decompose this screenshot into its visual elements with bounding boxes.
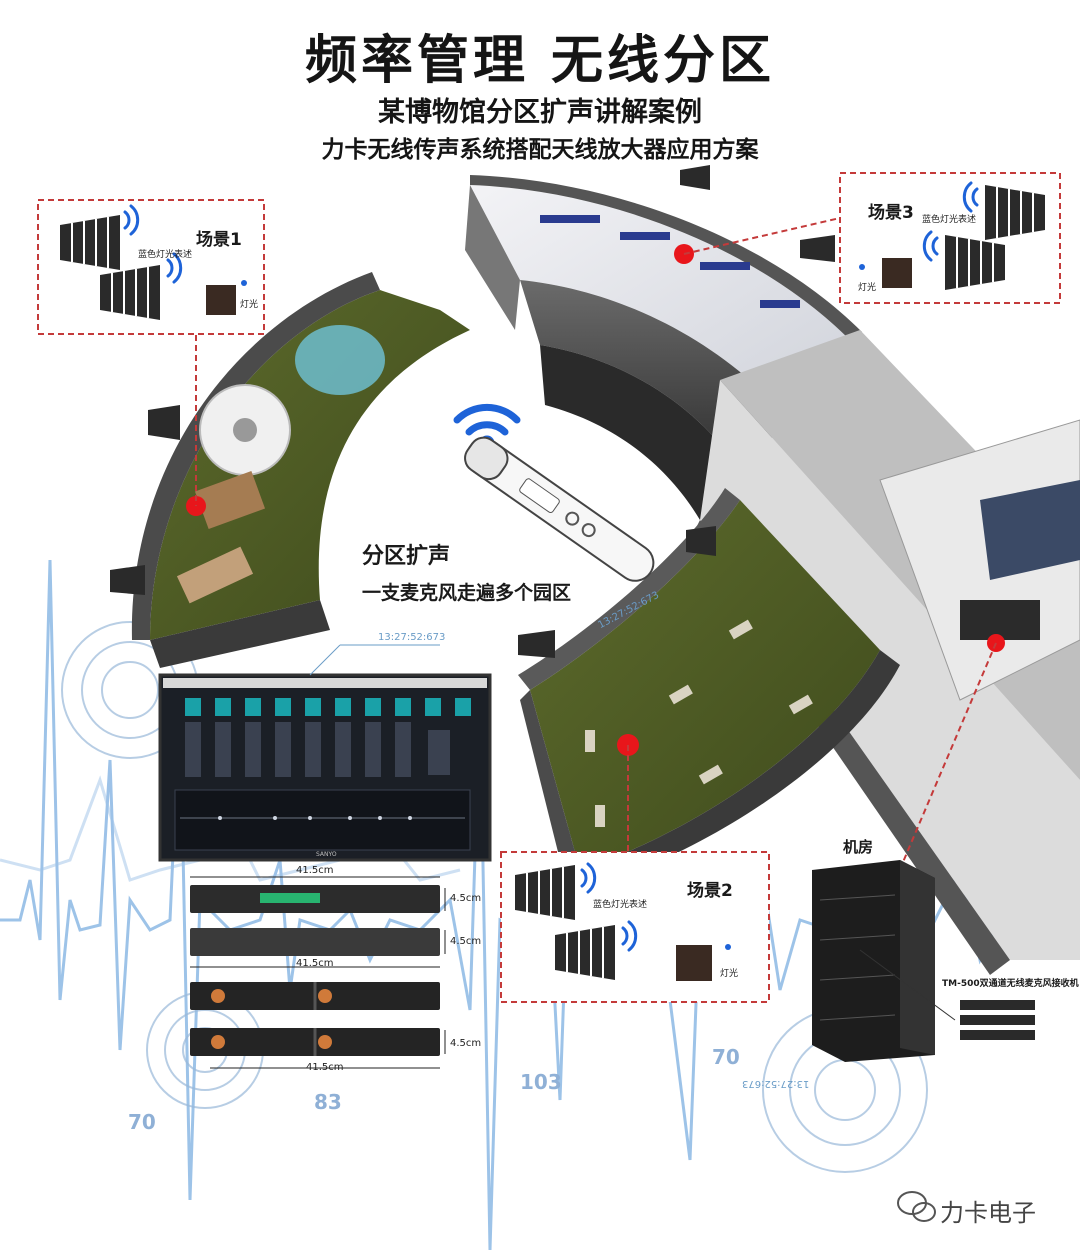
scene2-antenna-note: 蓝色灯光表述 [593, 900, 648, 910]
receiver-units [190, 876, 446, 1069]
log-periodic-antenna-icon [60, 165, 1045, 980]
scene1-label: 场景1 [196, 230, 242, 250]
bg-number-3: 103 [520, 1070, 562, 1094]
machine-room-label: 机房 [843, 838, 874, 856]
server-rack-icon [812, 860, 1035, 1062]
scene1-light-label: 灯光 [240, 300, 259, 310]
monitor-timestamp: 13:27:52:673 [378, 632, 446, 643]
scene1-antenna-note: 蓝色灯光表述 [138, 250, 193, 260]
watermark-brand: 力卡电子 [940, 1199, 1036, 1227]
page-subtitle-2: 力卡无线传声系统搭配天线放大器应用方案 [321, 137, 759, 163]
bg-number-4: 70 [712, 1045, 740, 1069]
scene3-light-label: 灯光 [858, 283, 877, 293]
dim-width-top: 41.5cm [296, 865, 334, 876]
dim-height-3: 4.5cm [450, 1038, 482, 1049]
timestamp-label-2: 13:27:52:673 [742, 1078, 810, 1089]
connector-lines [195, 217, 997, 889]
scene3-label: 场景3 [868, 203, 914, 223]
bg-number-1: 70 [128, 1110, 156, 1134]
bg-number-2: 83 [314, 1090, 342, 1114]
receiver-label: TM-500双通道无线麦克风接收机 [942, 979, 1079, 989]
dim-width-mid: 41.5cm [296, 958, 334, 969]
scene3-antenna-note: 蓝色灯光表述 [922, 215, 977, 225]
monitor-brand: SANYO [316, 851, 337, 858]
center-caption: 一支麦克风走遍多个园区 [362, 582, 572, 604]
scene2-label: 场景2 [687, 881, 733, 901]
control-software-monitor [158, 644, 492, 862]
scene2-light-label: 灯光 [720, 969, 739, 979]
wall-light-icon [206, 258, 912, 981]
dim-height-1: 4.5cm [450, 893, 482, 904]
center-heading: 分区扩声 [362, 544, 451, 569]
dim-width-bottom: 41.5cm [306, 1062, 344, 1073]
museum-building [131, 175, 1080, 975]
page-title: 频率管理 无线分区 [304, 31, 776, 91]
wechat-logo-icon [897, 1191, 936, 1222]
page-subtitle: 某博物馆分区扩声讲解案例 [378, 97, 702, 128]
handheld-mic-icon [464, 436, 655, 582]
dim-height-2: 4.5cm [450, 936, 482, 947]
